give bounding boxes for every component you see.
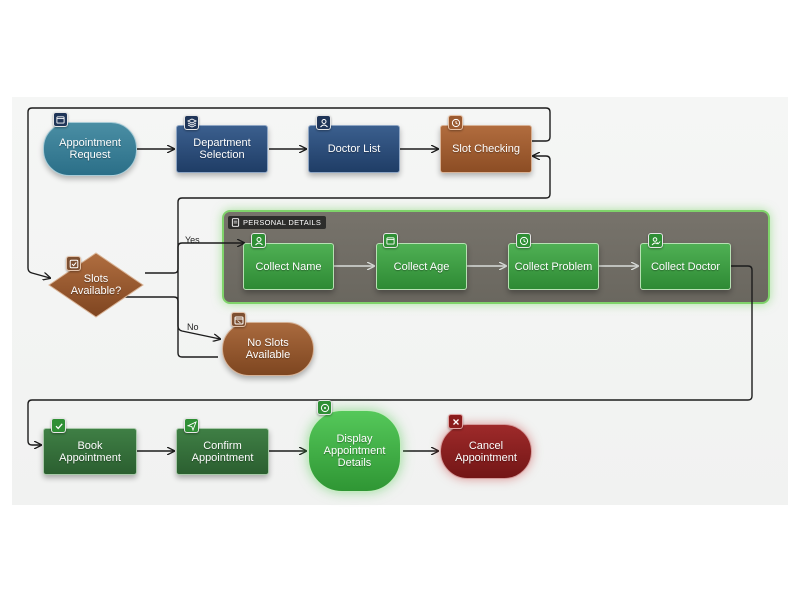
collect-name-node[interactable]: Collect Name: [243, 243, 334, 290]
info-icon: [317, 400, 332, 415]
user-icon: [251, 233, 266, 248]
send-icon: [184, 418, 199, 433]
department-selection-label: Department Selection: [193, 137, 251, 161]
checkbox-icon: [66, 256, 81, 271]
department-selection-node[interactable]: Department Selection: [176, 125, 268, 173]
slots-available-label: Slots Available?: [70, 273, 122, 297]
edge-collect-doctor-return: [27, 265, 753, 445]
user-icon: [316, 115, 331, 130]
calendar-icon: [383, 233, 398, 248]
confirm-appointment-node[interactable]: Confirm Appointment: [176, 428, 269, 475]
book-appointment-node[interactable]: Book Appointment: [43, 428, 137, 475]
cancel-appointment-label: Cancel Appointment: [455, 439, 517, 464]
display-appointment-details-label: Display Appointment Details: [323, 433, 386, 469]
collect-doctor-node[interactable]: Collect Doctor: [640, 243, 731, 290]
group-label-text: PERSONAL DETAILS: [243, 218, 322, 227]
book-appointment-label: Book Appointment: [59, 439, 121, 464]
collect-name-label: Collect Name: [255, 260, 322, 273]
doctor-list-node[interactable]: Doctor List: [308, 125, 400, 173]
edge-no-slots-to-slot-checking: [177, 156, 551, 358]
slot-checking-node[interactable]: Slot Checking: [440, 125, 532, 173]
personal-details-group-label: PERSONAL DETAILS: [228, 216, 327, 229]
collect-age-label: Collect Age: [393, 260, 450, 273]
layers-icon: [184, 115, 199, 130]
confirm-appointment-label: Confirm Appointment: [191, 439, 254, 464]
appointment-request-node[interactable]: Appointment Request: [43, 122, 137, 176]
slots-available-decision[interactable]: Slots Available?: [47, 251, 145, 319]
collect-problem-label: Collect Problem: [514, 260, 593, 273]
clock-icon: [448, 115, 463, 130]
close-icon: [448, 414, 463, 429]
slot-checking-label: Slot Checking: [452, 143, 520, 155]
edge-slot-checking-loop: [27, 107, 551, 278]
user-check-icon: [648, 233, 663, 248]
calendar-icon: [53, 112, 68, 127]
clock-icon: [516, 233, 531, 248]
calendar-x-icon: [231, 312, 246, 327]
collect-doctor-label: Collect Doctor: [650, 260, 721, 273]
document-icon: [231, 218, 240, 227]
no-slots-available-node[interactable]: No Slots Available: [222, 322, 314, 376]
cancel-appointment-node[interactable]: Cancel Appointment: [440, 424, 532, 479]
doctor-list-label: Doctor List: [327, 143, 381, 155]
display-appointment-details-node[interactable]: Display Appointment Details: [308, 410, 401, 492]
edge-label-no: No: [187, 322, 199, 332]
edge-slots-yes: [145, 243, 244, 274]
check-icon: [51, 418, 66, 433]
collect-age-node[interactable]: Collect Age: [376, 243, 467, 290]
no-slots-available-label: No Slots Available: [245, 337, 291, 361]
edge-label-yes: Yes: [185, 235, 200, 245]
appointment-request-label: Appointment Request: [59, 137, 121, 161]
collect-problem-node[interactable]: Collect Problem: [508, 243, 599, 290]
